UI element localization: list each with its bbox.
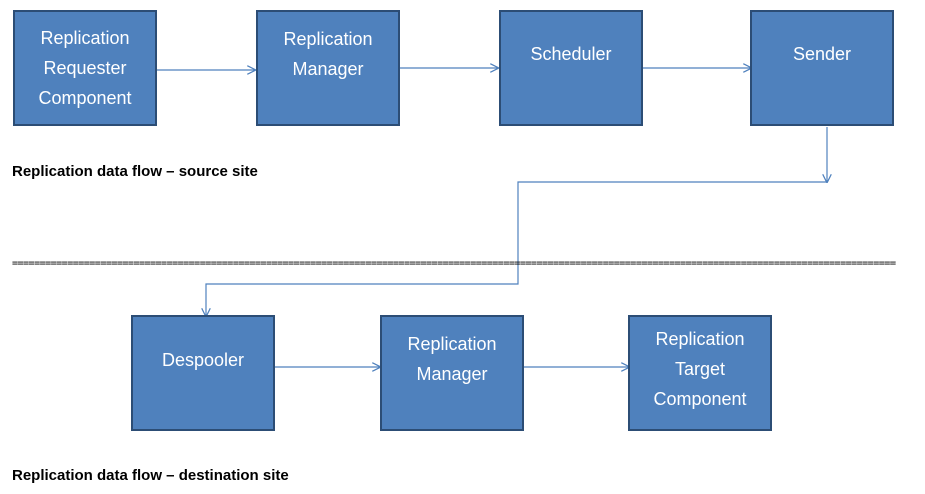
replication-requester-component-box: Replication Requester Component [13, 10, 157, 126]
despooler-box: Despooler [131, 315, 275, 431]
node-label-line: Sender [792, 44, 852, 64]
site-separator: ========================================… [12, 258, 896, 269]
node-label-line: Target [674, 359, 726, 379]
node-label-line: Requester [43, 58, 127, 78]
node-label-line: Manager [416, 364, 488, 384]
source-site-caption: Replication data flow – source site [12, 163, 258, 180]
arrow-sender-to-despooler [206, 181, 827, 316]
node-label-line: Replication [40, 28, 130, 48]
node-label-line: Component [38, 88, 132, 108]
replication-target-component-box: Replication Target Component [628, 315, 772, 431]
node-label-line: Replication [655, 329, 745, 349]
replication-manager-source-box: Replication Manager [256, 10, 400, 126]
scheduler-box: Scheduler [499, 10, 643, 126]
node-label-line: Despooler [161, 350, 245, 370]
destination-site-caption: Replication data flow – destination site [12, 467, 289, 484]
node-label-line: Replication [283, 29, 373, 49]
replication-manager-destination-box: Replication Manager [380, 315, 524, 431]
node-label-line: Replication [407, 334, 497, 354]
sender-box: Sender [750, 10, 894, 126]
node-label-line: Component [653, 389, 747, 409]
node-label-line: Scheduler [530, 44, 612, 64]
node-label-line: Manager [292, 59, 364, 79]
